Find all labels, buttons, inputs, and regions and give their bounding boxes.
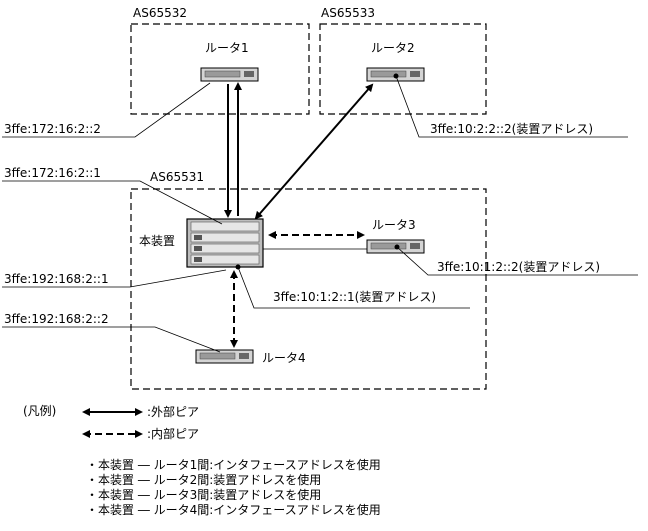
as65532-boundary (130, 23, 310, 115)
leader-main-dev (237, 266, 470, 309)
as65532-label: AS65532 (133, 6, 187, 20)
as65531-boundary (130, 188, 487, 390)
leader-main-r4 (2, 269, 227, 288)
router4-device-icon (195, 349, 254, 364)
as65531-label: AS65531 (150, 170, 204, 184)
leader-main-r1 (2, 180, 223, 225)
note-item: ・本装置 ― ルータ3間:装置アドレスを使用 (86, 488, 322, 502)
address-r2: 3ffe:10:2:2::2(装置アドレス) (430, 122, 593, 136)
leader-r3 (396, 246, 638, 276)
router1-label: ルータ1 (205, 41, 249, 55)
router1-device-icon (200, 67, 259, 82)
address-r1: 3ffe:172:16:2::2 (4, 122, 101, 136)
note-item: ・本装置 ― ルータ1間:インタフェースアドレスを使用 (86, 458, 381, 472)
main-device-icon (186, 218, 264, 268)
address-r3: 3ffe:10:1:2::2(装置アドレス) (437, 260, 600, 274)
address-r4: 3ffe:192:168:2::2 (4, 312, 109, 326)
address-main-r4: 3ffe:192:168:2::1 (4, 272, 109, 286)
router4-label: ルータ4 (262, 351, 306, 365)
address-main-r1: 3ffe:172:16:2::1 (4, 166, 101, 180)
address-main-dev: 3ffe:10:1:2::1(装置アドレス) (273, 290, 436, 304)
legend-title: (凡例) (23, 404, 56, 418)
as65533-boundary (319, 23, 487, 115)
router3-label: ルータ3 (372, 218, 416, 232)
router2-label: ルータ2 (371, 41, 415, 55)
note-item: ・本装置 ― ルータ4間:インタフェースアドレスを使用 (86, 503, 381, 517)
leader-r2 (395, 75, 628, 138)
notes-list: ・本装置 ― ルータ1間:インタフェースアドレスを使用 ・本装置 ― ルータ2間… (86, 458, 381, 518)
legend-internal-label: :内部ピア (147, 426, 199, 441)
as65533-label: AS65533 (321, 6, 375, 20)
leader-r1 (2, 82, 211, 138)
legend-external-label: :外部ピア (147, 404, 199, 419)
main-device-label: 本装置 (139, 234, 175, 248)
note-item: ・本装置 ― ルータ2間:装置アドレスを使用 (86, 473, 322, 487)
external-peer-arrow-r2 (254, 83, 374, 220)
leader-r4 (2, 326, 221, 353)
